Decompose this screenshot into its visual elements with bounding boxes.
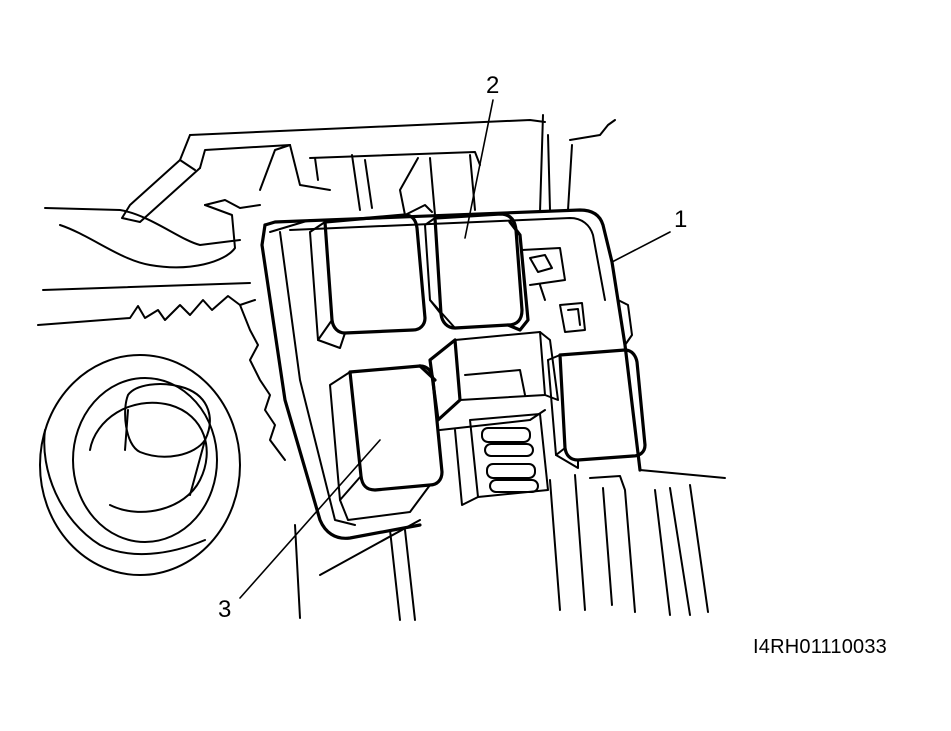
leader-lines	[239, 99, 671, 599]
toothed-strip	[37, 295, 286, 461]
relay-upper-left	[309, 204, 433, 349]
callout-1: 1	[674, 206, 688, 233]
callout-3: 3	[218, 596, 232, 623]
hose-left	[42, 199, 261, 291]
relay-2	[424, 212, 530, 332]
lower-frame	[294, 469, 726, 621]
callout-2: 2	[486, 72, 500, 99]
figure-code: I4RH01110033	[753, 636, 887, 658]
leader-line-3	[239, 439, 381, 599]
relay-3	[329, 364, 444, 521]
middle-connector	[428, 331, 559, 431]
leader-line-2	[464, 99, 494, 239]
reservoir-cap	[39, 354, 241, 576]
leader-line-1	[611, 231, 671, 263]
relay-box-housing	[260, 114, 642, 540]
relay-right	[547, 348, 647, 469]
upper-bracket	[121, 119, 616, 223]
fuses-lower	[454, 413, 549, 506]
small-fuses-right	[521, 247, 586, 333]
